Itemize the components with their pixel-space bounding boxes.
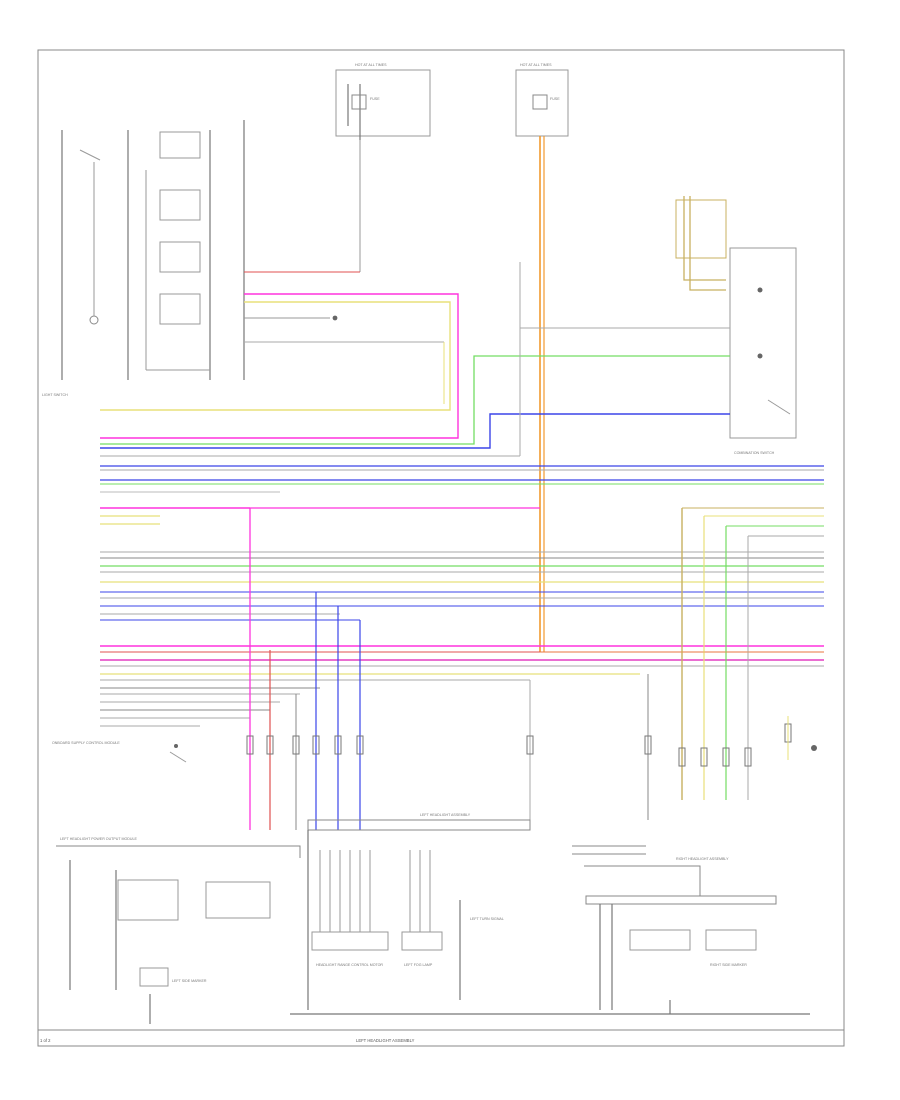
drop-wires [249,507,824,830]
combination-switch-label: COMBINATION SWITCH [734,451,775,455]
onboard-supply-label: ONBOARD SUPPLY CONTROL MODULE [52,741,120,745]
right-side-marker-label: RIGHT SIDE MARKER [710,963,747,967]
onboard-switch: ONBOARD SUPPLY CONTROL MODULE [52,741,187,763]
fuse-box-left: HOT AT ALL TIMES FUSE [335,63,431,272]
left-headlight-assembly-label: LEFT HEADLIGHT ASSEMBLY [420,813,471,817]
bottom-components: LEFT HEADLIGHT POWER OUTPUT MODULE LEFT … [56,813,810,1024]
right-headlight-assembly-label: RIGHT HEADLIGHT ASSEMBLY [676,857,729,861]
horizontal-bus [100,465,824,727]
fuse-label-2: FUSE [550,97,560,101]
combination-wires [100,262,730,457]
footer-title: LEFT HEADLIGHT ASSEMBLY [356,1038,415,1043]
hot-label-2: HOT AT ALL TIMES [520,63,552,67]
light-switch-label: LIGHT SWITCH [42,393,68,397]
left-fog-lamp-label: LEFT FOG LAMP [404,963,433,967]
diagram-frame [37,49,845,1047]
switch-output-wires [100,271,459,439]
light-switch-block: LIGHT SWITCH [42,120,245,397]
footer-page: 1 of 2 [40,1038,51,1043]
left-output-module-label: LEFT HEADLIGHT POWER OUTPUT MODULE [60,837,137,841]
orange-feed [539,136,545,652]
fuse-box-right: HOT AT ALL TIMES FUSE [515,63,569,137]
combination-switch: COMBINATION SWITCH [520,196,797,455]
connector-markers [246,716,817,767]
headlight-range-label: HEADLIGHT RANGE CONTROL MOTOR [316,963,383,967]
fuse-label-1: FUSE [370,97,380,101]
left-turn-signal-label: LEFT TURN SIGNAL [470,917,504,921]
hot-label-1: HOT AT ALL TIMES [355,63,387,67]
left-side-marker-label: LEFT SIDE MARKER [172,979,207,983]
